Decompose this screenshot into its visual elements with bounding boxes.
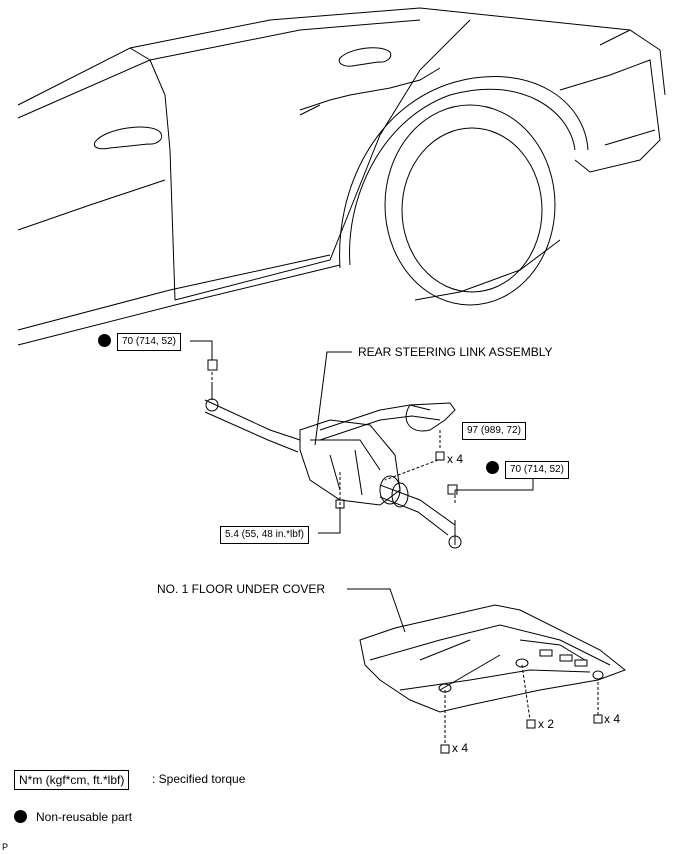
nonreusable-marker-right	[486, 461, 499, 474]
bolt-quantity-cover-left: x 4	[452, 741, 469, 755]
torque-callout-upper-left: 70 (714, 52)	[117, 333, 181, 351]
floor-under-cover	[359, 604, 627, 754]
legend-nonreusable-description: Non-reusable part	[36, 810, 133, 824]
torque-callout-right-bolts: 97 (989, 72)	[462, 422, 526, 440]
bolt-quantity-cover-right: x 4	[604, 712, 621, 726]
torque-callout-lower: 5.4 (55, 48 in.*lbf)	[220, 526, 309, 544]
rear-steering-link-assembly	[204, 359, 462, 549]
bolt-quantity-right: x 4	[447, 452, 464, 466]
figure-code: P	[2, 842, 9, 852]
legend-torque-description: : Specified torque	[152, 772, 246, 786]
torque-callout-right-nut: 70 (714, 52)	[505, 461, 569, 479]
legend-torque-unit-box: N*m (kgf*cm, ft.*lbf)	[14, 770, 130, 790]
nonreusable-marker-upper-left	[98, 334, 111, 347]
rear-steering-link-label: REAR STEERING LINK ASSEMBLY	[358, 345, 553, 359]
bolt-quantity-cover-mid: x 2	[538, 717, 555, 731]
vehicle-outline	[17, 7, 666, 346]
floor-under-cover-label: NO. 1 FLOOR UNDER COVER	[157, 582, 326, 596]
legend-nonreusable-marker	[14, 810, 27, 823]
